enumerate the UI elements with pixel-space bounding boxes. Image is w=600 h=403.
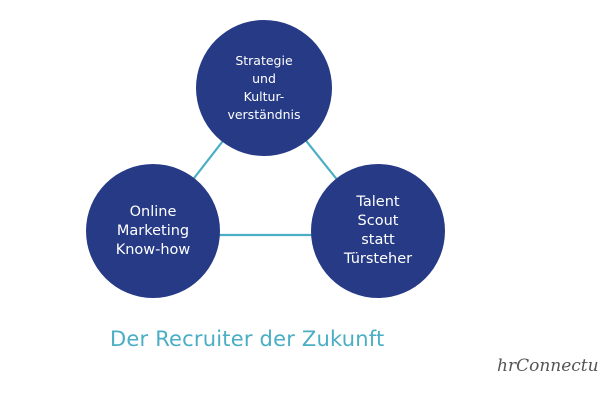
node-talent-scout-line-3: statt [361, 232, 395, 248]
node-strategie-line-1: Strategie [235, 53, 293, 68]
brand-logo: hrConnectu [497, 356, 599, 376]
node-online-marketing-line-3: Know-how [115, 241, 191, 258]
node-online-marketing-line-2: Marketing [116, 222, 190, 239]
node-strategie-line-2: und [252, 71, 276, 86]
node-strategie-line-3: Kultur- [243, 89, 285, 104]
node-talent-scout: Talent Scout statt Türsteher [311, 164, 445, 298]
node-online-marketing-line-1: Online [129, 203, 177, 220]
node-talent-scout-line-4: Türsteher [343, 251, 413, 267]
node-talent-scout-line-1: Talent [356, 194, 400, 210]
diagram-caption: Der Recruiter der Zukunft [110, 327, 385, 351]
node-strategie-line-4: verständnis [227, 107, 301, 122]
node-strategie: Strategie und Kultur- verständnis [196, 20, 332, 156]
node-talent-scout-line-2: Scout [357, 213, 399, 229]
node-online-marketing: Online Marketing Know-how [86, 164, 220, 298]
